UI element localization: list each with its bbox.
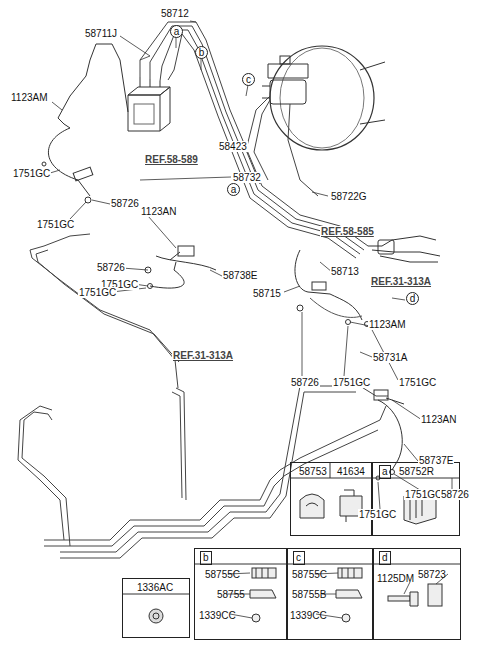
parts-cell: 58755C 58755B 1339CC c [287, 548, 373, 640]
parts-cell: d [379, 551, 391, 565]
parts-cell: 1125DM 58723 d [373, 548, 461, 640]
reference-label: REF.31-313A [370, 276, 432, 287]
part-number: d [382, 552, 388, 563]
callout-letter: a [227, 184, 240, 195]
part-number: c [296, 552, 301, 563]
callout-circle: d [406, 292, 419, 305]
callout-number: 1751GC [78, 287, 117, 298]
callout-number: 58731A [372, 352, 408, 363]
part-number: 58755B [292, 589, 326, 600]
parts-cell: 58753 41634 [290, 462, 372, 536]
callout-number: 1123AM [368, 319, 407, 330]
part-number: 58723 [418, 569, 446, 580]
reference-label: REF.58-585 [320, 226, 375, 237]
callout-number: 58732 [232, 172, 262, 183]
callout-number: 58722G [330, 191, 368, 202]
part-number: 1339CC [290, 610, 327, 621]
part-number: 1336AC [137, 582, 173, 593]
parts-cell: 58755C 58755 1339CC b [194, 548, 287, 640]
part-number: 58752R [399, 466, 434, 477]
callout-number: 58726 [110, 198, 140, 209]
callout-number: 1751GC [358, 509, 397, 520]
callout-letter: b [195, 47, 208, 58]
callout-number: 58738E [222, 270, 258, 281]
callout-number: 1751GC [404, 489, 443, 500]
parts-cell: b [200, 551, 212, 565]
part-number: 1339CC [199, 610, 236, 621]
callout-number: 58712 [160, 8, 190, 19]
callout-number: 58423 [218, 141, 248, 152]
parts-cell: a [379, 465, 391, 479]
callout-number: 58713 [330, 266, 360, 277]
callout-number: 58726 [290, 377, 320, 388]
reference-label: REF.31-313A [172, 350, 234, 361]
part-number: 41634 [337, 466, 365, 477]
parts-cell: c [293, 551, 305, 565]
reference-label: REF.58-589 [144, 154, 199, 165]
callout-letter: d [406, 293, 419, 304]
parts-cell: 1336AC [122, 578, 190, 638]
callout-number: 1123AN [420, 414, 457, 425]
callout-number: 1123AN [140, 206, 177, 217]
callout-number: 1751GC [12, 168, 51, 179]
part-number: 58753 [299, 466, 327, 477]
part-number: b [203, 552, 209, 563]
part-number: 1125DM [377, 573, 414, 584]
callout-circle: a [170, 25, 183, 38]
callout-number: 58726 [440, 489, 470, 500]
callout-circle: b [195, 46, 208, 59]
callout-circle: c [242, 73, 255, 86]
part-number: 58755 [217, 589, 245, 600]
callout-letter: c [242, 74, 255, 85]
callout-number: 1751GC [36, 219, 75, 230]
callout-number: 58737E [418, 455, 454, 466]
callout-number: 1751GC [332, 377, 371, 388]
callout-number: 58711J [84, 28, 118, 39]
part-number: 58755C [292, 569, 327, 580]
part-number: a [382, 466, 388, 477]
callout-number: 58715 [252, 288, 282, 299]
callout-number: 58726 [96, 262, 126, 273]
part-number: 58755C [205, 569, 240, 580]
callout-number: 1751GC [398, 377, 437, 388]
callout-circle: a [227, 183, 240, 196]
callout-number: 1123AM [10, 92, 49, 103]
callout-letter: a [170, 26, 183, 37]
